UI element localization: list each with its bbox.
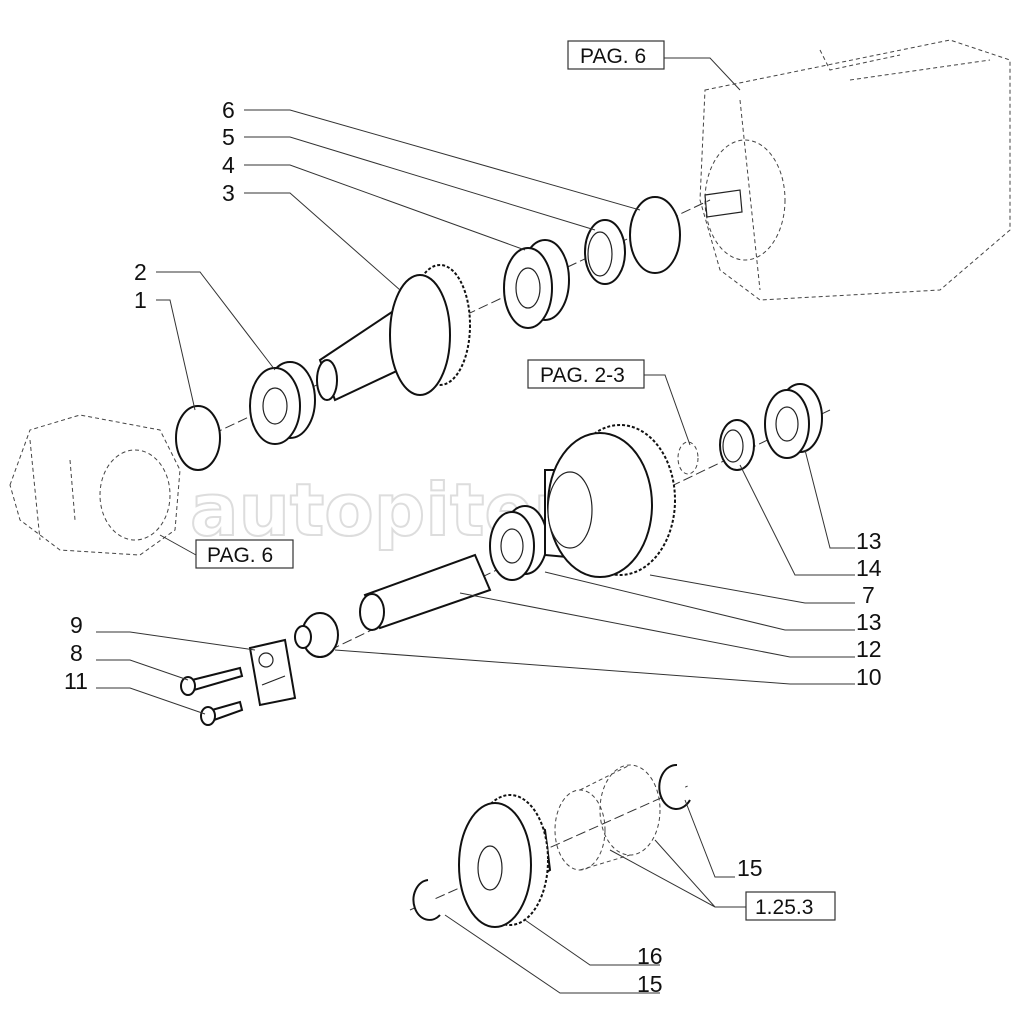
part-12-shaft xyxy=(359,553,492,631)
ref-mid-pag[interactable]: PAG. 2-3 xyxy=(527,359,645,389)
ref-left-pag[interactable]: PAG. 6 xyxy=(195,539,294,569)
part-7-gear xyxy=(544,424,676,578)
callout-7: 7 xyxy=(862,582,875,608)
part-15-circlip-right xyxy=(658,763,691,810)
svg-text:PAG. 2-3: PAG. 2-3 xyxy=(540,364,625,387)
pump-assembly-dashed xyxy=(699,39,1011,301)
callout-9: 9 xyxy=(70,612,83,638)
callout-4: 4 xyxy=(222,152,235,178)
part-13-bearing-lower xyxy=(489,505,548,581)
part-9-plate xyxy=(248,638,297,707)
callout-5: 5 xyxy=(222,124,235,150)
part-10-plug xyxy=(294,612,339,658)
callout-15-right: 15 xyxy=(737,855,763,881)
callout-13-upper: 13 xyxy=(856,528,882,554)
callout-16: 16 xyxy=(637,943,663,969)
shim-dashed xyxy=(677,441,699,475)
part-4-bearing xyxy=(503,239,570,329)
part-1-o-ring xyxy=(175,405,221,471)
part-5-spacer xyxy=(584,219,626,285)
callout-1: 1 xyxy=(134,287,147,313)
part-13-bearing-upper xyxy=(764,383,823,459)
callout-2: 2 xyxy=(134,259,147,285)
callout-15-left: 15 xyxy=(637,971,663,997)
leader-lines xyxy=(96,57,855,994)
callout-6: 6 xyxy=(222,97,235,123)
callout-11: 11 xyxy=(64,668,88,694)
part-2-bearing xyxy=(249,361,316,445)
callout-8: 8 xyxy=(70,640,83,666)
svg-text:PAG. 6: PAG. 6 xyxy=(207,544,273,567)
part-3-gear-shaft xyxy=(316,264,471,402)
callout-3: 3 xyxy=(222,180,235,206)
part-8-screw xyxy=(180,666,244,696)
ref-bottom[interactable]: 1.25.3 xyxy=(745,891,836,921)
ref-top-pag[interactable]: PAG. 6 xyxy=(567,40,665,70)
callout-13-lower: 13 xyxy=(856,609,882,635)
motor-assembly-dashed xyxy=(9,414,181,556)
svg-text:PAG. 6: PAG. 6 xyxy=(580,45,646,68)
part-16-gear xyxy=(458,794,552,928)
callout-12: 12 xyxy=(856,636,882,662)
bearing-assembly-dashed xyxy=(554,764,661,871)
part-14-spacer xyxy=(719,419,755,471)
part-11-screw xyxy=(200,700,244,726)
part-15-circlip-left xyxy=(412,879,441,921)
part-6-o-ring xyxy=(629,196,681,274)
svg-text:1.25.3: 1.25.3 xyxy=(755,896,813,919)
callout-14: 14 xyxy=(856,555,882,581)
callout-10: 10 xyxy=(856,664,882,690)
